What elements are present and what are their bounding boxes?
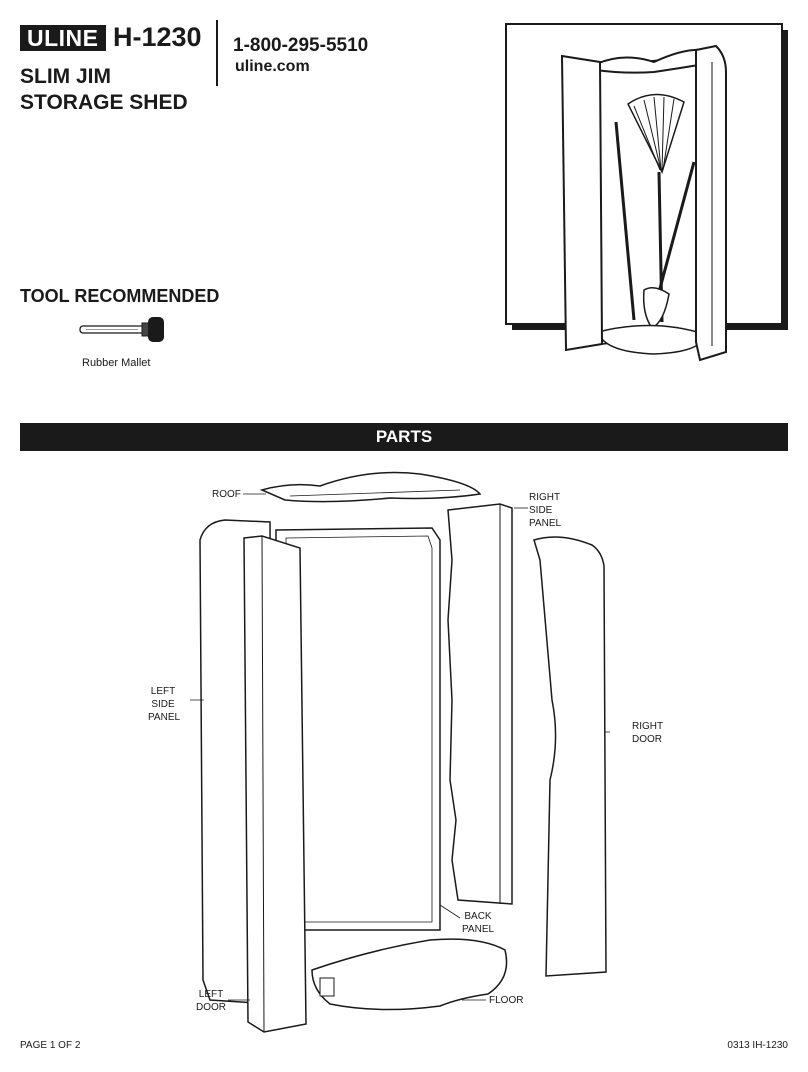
left-door-callout-line2: DOOR xyxy=(196,1002,226,1013)
left-door-callout: LEFT DOOR xyxy=(196,988,226,1014)
product-title: SLIM JIM STORAGE SHED xyxy=(20,64,220,116)
website: uline.com xyxy=(235,58,310,75)
assembled-shed-illustration xyxy=(505,23,788,362)
left-side-panel-callout: LEFT SIDE PANEL xyxy=(148,685,181,724)
left-side-panel-callout-line3: PANEL xyxy=(148,712,181,723)
parts-heading: PARTS xyxy=(20,423,788,451)
floor-callout: FLOOR xyxy=(489,995,524,1006)
right-door-callout-line2: DOOR xyxy=(632,734,662,745)
right-door-part xyxy=(533,536,607,977)
product-title-line1: SLIM JIM xyxy=(20,65,112,88)
product-title-line2: STORAGE SHED xyxy=(20,91,188,114)
floor-part xyxy=(311,938,508,1011)
right-side-panel-part xyxy=(447,503,513,905)
document-code: 0313 IH-1230 xyxy=(727,1040,788,1051)
phone-number: 1-800-295-5510 xyxy=(233,35,369,56)
parts-exploded-diagram xyxy=(190,471,610,1033)
back-panel-callout: BACK PANEL xyxy=(462,910,494,936)
right-door-callout-line1: RIGHT xyxy=(632,721,664,732)
right-side-panel-callout-line2: SIDE xyxy=(529,505,553,516)
back-panel-callout-line1: BACK xyxy=(464,911,492,922)
tool-recommended-heading: TOOL RECOMMENDED xyxy=(20,286,220,306)
rubber-mallet-label: Rubber Mallet xyxy=(82,357,151,369)
left-door-callout-line1: LEFT xyxy=(198,989,224,1000)
right-side-panel-callout: RIGHT SIDE PANEL xyxy=(529,491,561,530)
right-side-panel-callout-line1: RIGHT xyxy=(529,492,561,503)
left-side-panel-callout-line2: SIDE xyxy=(151,699,175,710)
left-side-panel-callout-line1: LEFT xyxy=(150,686,176,697)
roof-part xyxy=(259,471,482,503)
roof-callout: ROOF xyxy=(212,489,241,500)
header-divider xyxy=(216,20,218,86)
right-side-panel-callout-line3: PANEL xyxy=(529,518,562,529)
rubber-mallet-icon xyxy=(79,317,164,342)
uline-logo: ULINE xyxy=(20,25,106,51)
back-panel-callout-line2: PANEL xyxy=(462,924,495,935)
model-number: H-1230 xyxy=(113,22,202,52)
left-door-part xyxy=(243,535,307,1033)
right-door-callout: RIGHT DOOR xyxy=(632,720,663,746)
page-number: PAGE 1 OF 2 xyxy=(20,1040,81,1051)
